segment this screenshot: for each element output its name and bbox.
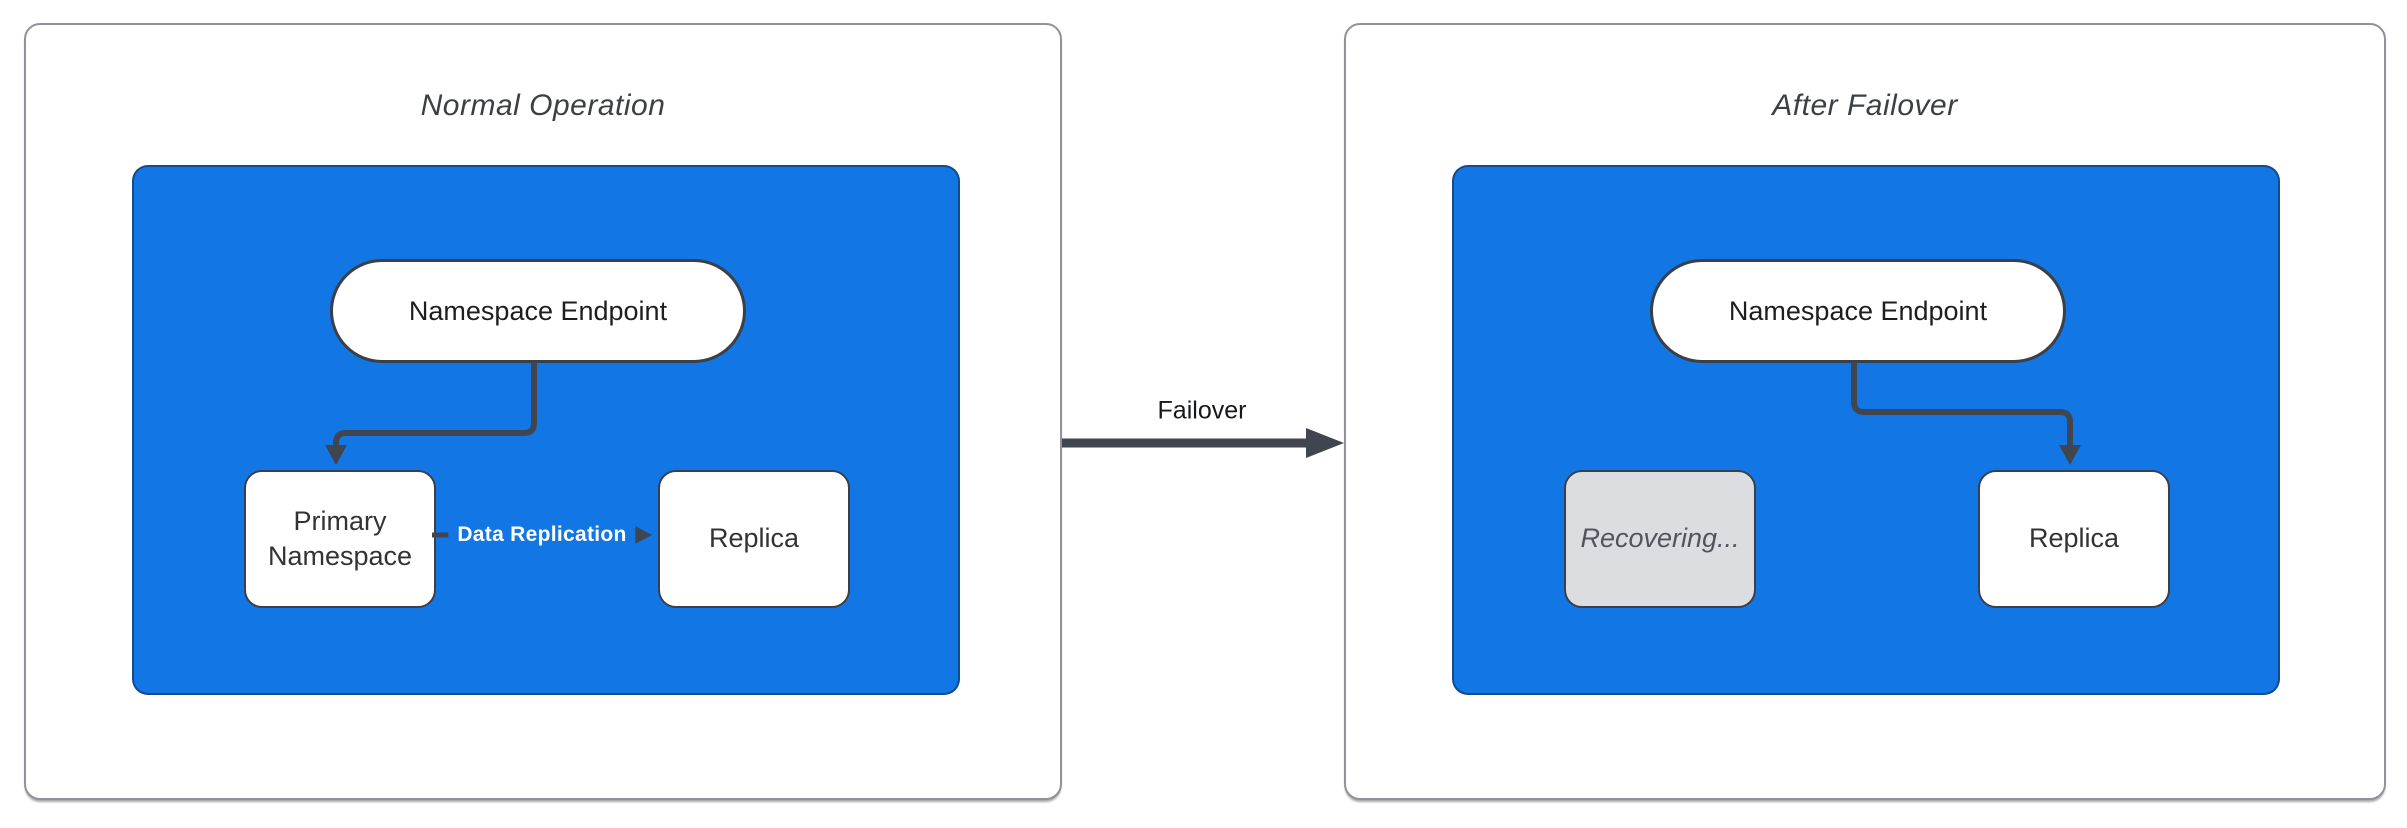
edge-label-failover: Failover [1157,396,1247,425]
panel-after-failover: After Failover Namespace Endpoint Recove… [1344,23,2386,800]
cluster-normal-operation: Namespace Endpoint Primary Namespace Rep… [132,165,960,695]
panel-title-after-failover: After Failover [1772,89,1958,122]
panel-title-normal-operation: Normal Operation [420,89,666,122]
edge-label-data-replication: Data Replication [448,520,636,550]
node-label-recovering: Recovering... [1580,523,1740,554]
node-namespace-endpoint-after: Namespace Endpoint [1650,259,2066,363]
node-label-namespace-endpoint-normal: Namespace Endpoint [408,295,668,326]
node-replica-after: Replica [1978,470,2170,608]
node-label-replica-after: Replica [2028,523,2120,554]
node-recovering: Recovering... [1564,470,1756,608]
node-primary-namespace: Primary Namespace [244,470,436,608]
panel-normal-operation: Normal Operation Namespace Endpoint Prim… [24,23,1062,800]
arrowhead-failover [1306,428,1344,458]
node-label-primary-namespace: Primary Namespace [267,505,413,571]
node-namespace-endpoint-normal: Namespace Endpoint [330,259,746,363]
cluster-after-failover: Namespace Endpoint Recovering... Replica [1452,165,2280,695]
node-label-namespace-endpoint-after: Namespace Endpoint [1728,295,1988,326]
node-label-replica-normal: Replica [708,523,800,554]
node-replica-normal: Replica [658,470,850,608]
